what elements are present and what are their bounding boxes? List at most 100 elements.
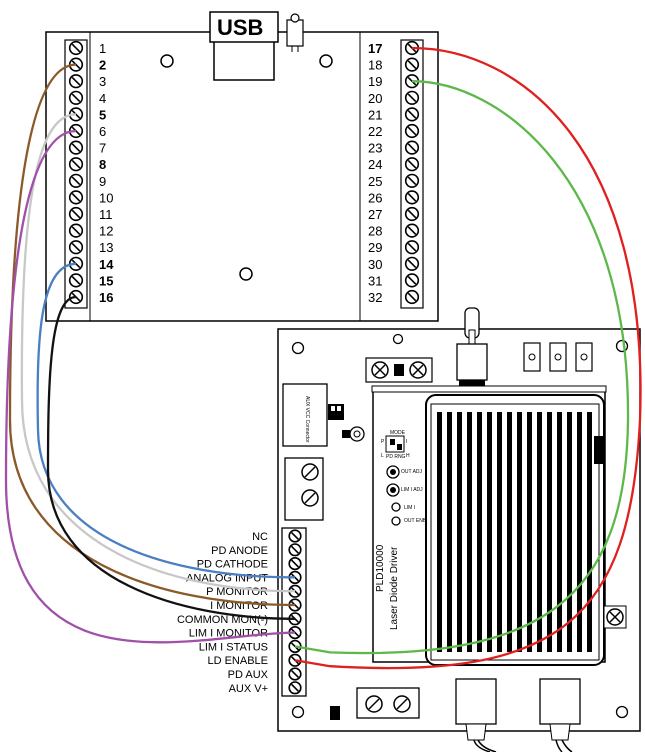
svg-text:I: I [406,439,407,445]
screw-icon [288,543,302,557]
screw-icon [68,206,84,222]
terminal-label: 8 [99,157,106,172]
screw-icon [68,223,84,238]
driver-pin-label: PD AUX [228,669,269,681]
screw-icon [404,190,420,205]
screw-icon [404,256,420,271]
screw-icon [68,240,84,255]
screw-icon [404,273,420,288]
terminal-label: 5 [99,107,106,122]
wire-purple [4,129,296,644]
screw-icon [301,489,319,507]
terminal-label: 31 [368,273,382,288]
driver-pin-label: PD ANODE [211,545,268,557]
terminal-label: 13 [99,240,113,255]
driver-pin-label: PD CATHODE [197,559,268,571]
screw-icon [288,667,302,681]
screw-icon [404,123,420,139]
terminal-label: 19 [368,74,382,89]
terminal-label: 1 [99,41,106,56]
usb-connector-head [209,11,279,43]
screw-icon [404,173,420,188]
terminal-label: 6 [99,124,106,139]
terminal-label: 18 [368,58,382,73]
svg-text:OUT ADJ: OUT ADJ [401,469,423,475]
wire-gray [20,113,296,593]
terminal-label: 12 [99,224,113,239]
driver-pin-label: COMMON MON(-) [177,614,268,626]
screw-icon [404,140,420,155]
screw-icon [404,90,420,105]
output-connector-icon [539,678,581,752]
wires [4,46,642,670]
screw-icon [409,361,427,379]
screw-icon [301,463,319,481]
screw-icon [288,529,302,543]
screw-icon [603,605,627,629]
screw-icon [404,107,420,122]
wire-black [46,295,296,620]
mount-hole [615,705,629,719]
mount-hole [319,54,333,68]
screw-icon [68,74,84,89]
toggle-switch-icon [456,307,488,386]
terminal-label: 16 [99,290,113,305]
terminal-label: 25 [368,174,382,189]
wire-red [294,46,642,670]
svg-text:LIM I: LIM I [404,505,415,511]
screw-icon [288,556,302,571]
terminal-label: 23 [368,141,382,156]
mount-hole [291,705,305,719]
screw-icon [404,240,420,255]
terminal-label: 24 [368,157,382,172]
terminal-label: 27 [368,207,382,222]
screw-icon [371,361,389,379]
mount-hole [160,54,174,68]
screw-icon [68,173,84,188]
screw-icon [404,57,420,72]
led-out-enbl: OUT ENBL [391,516,429,526]
driver-pin-label: LD ENABLE [207,655,268,667]
mount-hole [239,267,253,281]
terminal-label: 29 [368,240,382,255]
led-icon [286,13,304,52]
usb-label: USB [217,15,263,40]
wire-green [294,80,630,655]
screw-icon [404,223,420,238]
terminal-label: 7 [99,141,106,156]
aux-vcc-label: AUX VCC Connector [304,396,310,443]
terminal-label: 4 [99,91,106,106]
driver-subtitle: Laser Diode Driver [389,546,400,630]
mode-switch: MODE P I L H PD RNG [381,430,410,460]
terminal-label: 15 [99,273,113,288]
driver-pin-label: AUX V+ [229,683,268,695]
screw-icon [68,157,84,172]
wire-brown [8,63,296,607]
screw-icon [68,40,84,56]
screw-icon [288,681,302,695]
pot-lim-i-adj: LIM I ADJ [386,483,423,497]
terminal-label: 17 [368,41,382,56]
svg-text:H: H [406,453,410,459]
heatsink [425,394,605,666]
terminal-label: 2 [99,58,106,73]
screw-icon [68,90,84,105]
right-terminal-screws [404,40,420,305]
screw-icon [365,695,383,713]
terminal-label: 10 [99,190,113,205]
wire-blue [36,262,296,579]
svg-text:P: P [381,439,385,445]
terminal-label: 30 [368,257,382,272]
aux-vcc-connector [282,383,328,447]
screw-icon [404,289,420,305]
terminal-label: 14 [99,257,114,272]
mount-hole [615,339,629,353]
mount-hole [392,333,404,345]
led-lim-i: LIM I [391,502,415,512]
terminal-label: 21 [368,107,382,122]
